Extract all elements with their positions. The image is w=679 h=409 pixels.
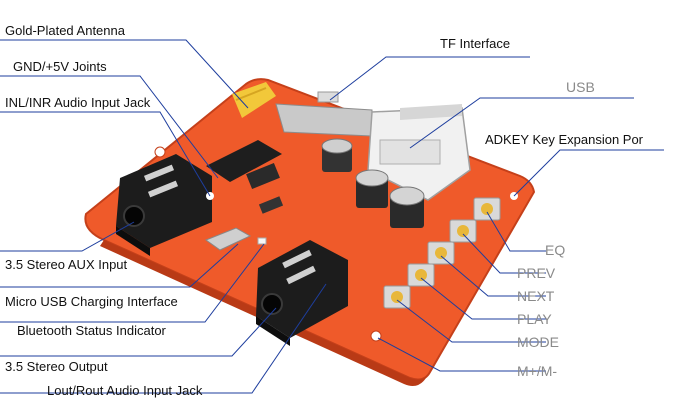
label-inl-inr: INL/INR Audio Input Jack — [5, 95, 151, 110]
capacitor-2 — [355, 169, 389, 208]
output-jack — [256, 240, 348, 346]
leader-aux — [0, 221, 135, 252]
button-next — [427, 241, 455, 265]
leader-gold-antenna — [0, 39, 249, 109]
button-eq — [473, 197, 501, 221]
label-prev: PREV — [517, 265, 556, 281]
leader-gnd-5v — [0, 75, 219, 179]
label-play: PLAY — [517, 311, 552, 327]
aux-jack — [116, 154, 212, 256]
leader-eq — [486, 211, 546, 252]
leader-prev — [462, 233, 546, 274]
leader-play — [420, 277, 546, 320]
leader-adkey — [513, 149, 664, 197]
label-eq: EQ — [545, 242, 566, 258]
tf-slot — [275, 103, 373, 137]
label-gold-antenna: Gold-Plated Antenna — [5, 23, 125, 38]
label-next: NEXT — [517, 288, 555, 304]
leader-stereo-output — [0, 307, 277, 357]
leader-micro-usb — [0, 243, 239, 288]
leader-bt-status — [0, 243, 265, 323]
button-play — [407, 263, 435, 287]
label-tf-interface: TF Interface — [440, 36, 511, 51]
button-mode — [383, 285, 411, 309]
capacitor-3 — [389, 186, 425, 228]
label-stereo-output: 3.5 Stereo Output — [5, 359, 108, 374]
leader-inl-inr — [0, 111, 211, 197]
leader-next — [440, 255, 546, 297]
main-ic — [206, 140, 282, 182]
leader-m-plus-minus — [377, 337, 546, 372]
leader-tf — [329, 56, 530, 101]
leader-usb — [409, 97, 634, 149]
micro-usb-port — [204, 227, 252, 251]
label-gnd-5v: GND/+5V Joints — [13, 59, 107, 74]
label-usb: USB — [566, 79, 595, 95]
leader-lout-rout — [0, 283, 327, 394]
label-lout-rout: Lout/Rout Audio Input Jack — [47, 383, 203, 398]
capacitor-1 — [321, 138, 353, 172]
label-micro-usb: Micro USB Charging Interface — [5, 294, 178, 309]
label-bt-status: Bluetooth Status Indicator — [17, 323, 166, 338]
leader-mode — [396, 299, 546, 343]
label-mode: MODE — [517, 334, 559, 350]
label-adkey: ADKEY Key Expansion Por — [485, 132, 644, 147]
gold-antenna-shape — [232, 82, 276, 118]
label-m-plus-minus: M+/M- — [517, 363, 558, 379]
leader-lines — [0, 39, 664, 394]
button-prev — [449, 219, 477, 243]
label-aux-input: 3.5 Stereo AUX Input — [5, 257, 128, 272]
